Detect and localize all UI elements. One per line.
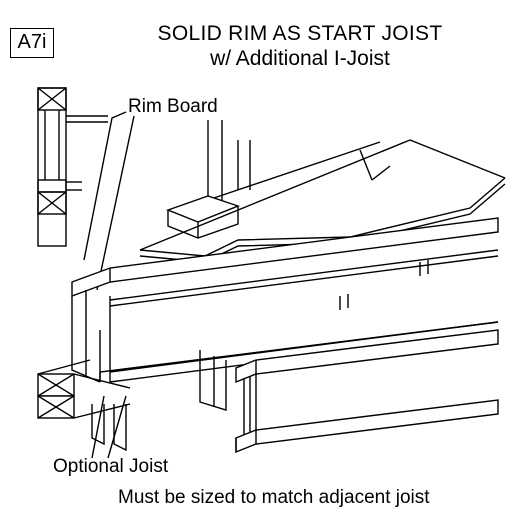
optional-joist-posts <box>91 404 127 452</box>
figure-subtitle: w/ Additional I-Joist <box>210 47 390 70</box>
section-outline <box>37 87 67 247</box>
leader-lines <box>83 111 135 459</box>
support-post <box>199 350 227 411</box>
top-block <box>166 195 241 239</box>
section-detail <box>37 87 108 247</box>
rim-board-label: Rim Board <box>128 96 218 117</box>
section-top-plate <box>37 87 67 111</box>
rim-leader <box>83 111 127 261</box>
sizing-note: Must be sized to match adjacent joist <box>118 487 430 508</box>
optional-leader <box>91 395 105 459</box>
section-sill <box>37 191 67 215</box>
section-rim-block <box>37 179 67 193</box>
wall-posts <box>207 120 251 210</box>
optional-joist-label: Optional Joist <box>53 456 169 477</box>
figure-title: SOLID RIM AS START JOIST <box>157 22 443 45</box>
lower-sill-block <box>37 359 131 419</box>
additional-i-joist <box>235 329 499 454</box>
figure-code-box: A7i <box>10 28 54 58</box>
